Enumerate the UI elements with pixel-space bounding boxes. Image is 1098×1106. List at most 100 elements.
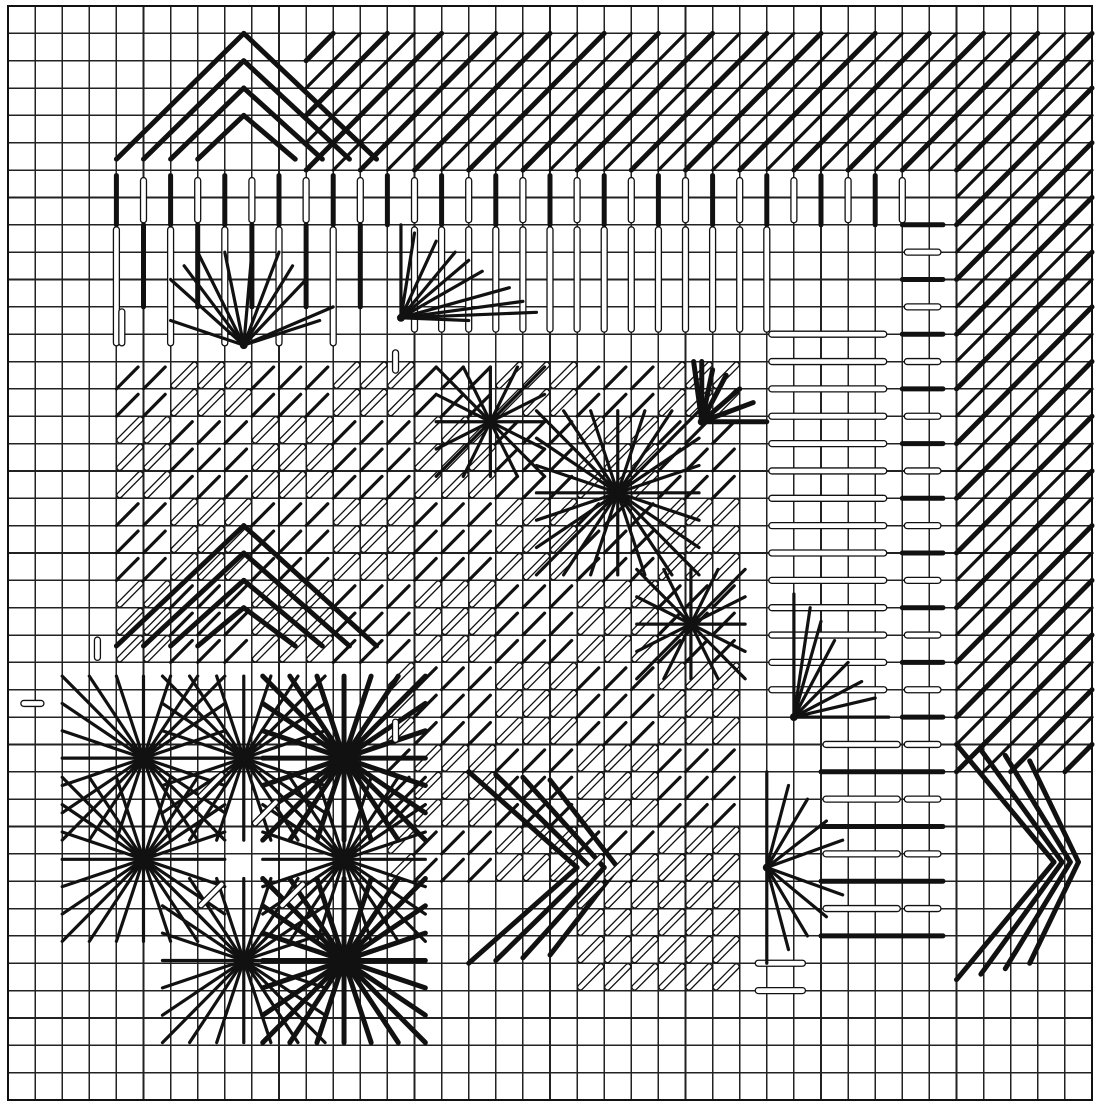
open-stitch — [631, 908, 659, 936]
stitch — [957, 416, 984, 443]
stitch — [686, 777, 708, 799]
stitch — [713, 449, 735, 471]
stitch — [1065, 580, 1092, 607]
chevrons-right — [957, 744, 1079, 979]
open-stitch — [712, 935, 740, 963]
stitch — [740, 33, 767, 60]
open-stitch — [845, 178, 851, 223]
stitch — [442, 33, 469, 60]
stitch — [957, 662, 984, 689]
open-stitch — [143, 635, 171, 663]
stitch — [1038, 416, 1065, 443]
open-stitch — [658, 717, 686, 745]
stitch — [1038, 635, 1065, 662]
stitch — [263, 961, 344, 1016]
open-stitch — [441, 799, 469, 827]
stitch — [1038, 115, 1065, 142]
stitch — [523, 88, 550, 115]
stitch — [62, 859, 143, 914]
stitch — [631, 61, 658, 88]
stitch — [686, 805, 708, 827]
open-stitch — [904, 796, 941, 802]
stitch — [469, 695, 491, 717]
stitch — [1065, 526, 1092, 553]
stitch — [171, 476, 193, 498]
stitch — [577, 668, 599, 690]
open-stitch — [712, 908, 740, 936]
stitch — [306, 504, 328, 526]
stitch — [1011, 608, 1038, 635]
open-stitch — [333, 498, 361, 526]
open-stitch — [495, 826, 523, 854]
stitch — [1011, 225, 1038, 252]
stitch — [658, 115, 685, 142]
stitch — [686, 33, 713, 60]
stitch — [794, 88, 821, 115]
open-stitch — [387, 388, 415, 416]
open-stitch — [904, 687, 941, 693]
stitch — [1011, 307, 1038, 334]
stitch — [957, 862, 1055, 980]
stitch — [1038, 170, 1065, 197]
stitch — [740, 115, 767, 142]
stitch — [984, 170, 1011, 197]
stitch — [658, 33, 685, 60]
stitch — [957, 115, 984, 142]
open-stitch — [116, 443, 144, 471]
open-stitch — [333, 553, 361, 581]
stitch — [496, 61, 523, 88]
stitch — [631, 367, 653, 389]
eyelet-center — [340, 855, 348, 863]
stitch — [344, 961, 425, 1016]
open-stitch — [631, 881, 659, 909]
open-stitch — [769, 577, 887, 583]
open-stitch — [658, 908, 686, 936]
open-stitch — [251, 443, 279, 471]
open-stitch — [360, 361, 388, 389]
open-stitch — [631, 853, 659, 881]
stitch — [631, 832, 653, 854]
stitch — [360, 61, 387, 88]
stitch — [767, 88, 794, 115]
open-stitch — [712, 717, 740, 745]
open-stitch — [712, 853, 740, 881]
open-stitch — [414, 607, 442, 635]
eyelet-center — [486, 418, 494, 426]
stitch — [1065, 225, 1092, 252]
open-stitch — [94, 637, 100, 660]
stitch — [415, 88, 442, 115]
open-stitch — [737, 178, 743, 223]
open-stitch — [143, 580, 171, 608]
stitch — [1065, 362, 1092, 389]
open-stitch — [141, 178, 147, 223]
open-stitch — [495, 689, 523, 717]
stitch — [263, 703, 344, 758]
stitch — [442, 88, 469, 115]
open-stitch — [604, 935, 632, 963]
open-stitch — [414, 416, 442, 444]
stitch — [469, 832, 491, 854]
open-stitch — [904, 413, 941, 419]
stitch — [1011, 553, 1038, 580]
open-stitch — [823, 851, 900, 857]
open-stitch — [604, 744, 632, 772]
stitch — [713, 88, 740, 115]
stitch — [957, 389, 984, 416]
stitch — [957, 580, 984, 607]
stitch — [523, 613, 545, 635]
open-stitch — [712, 689, 740, 717]
open-stitch — [628, 178, 634, 223]
open-stitch — [712, 498, 740, 526]
fan-center — [698, 418, 706, 426]
stitch — [604, 115, 631, 142]
stitch — [713, 115, 740, 142]
stitch — [469, 723, 491, 745]
stitch — [116, 394, 138, 416]
stitch — [767, 61, 794, 88]
open-stitch — [387, 553, 415, 581]
stitch — [496, 476, 518, 498]
stitch — [740, 143, 767, 170]
open-stitch — [791, 178, 797, 223]
open-stitch — [904, 577, 941, 583]
open-stitch — [628, 227, 634, 332]
